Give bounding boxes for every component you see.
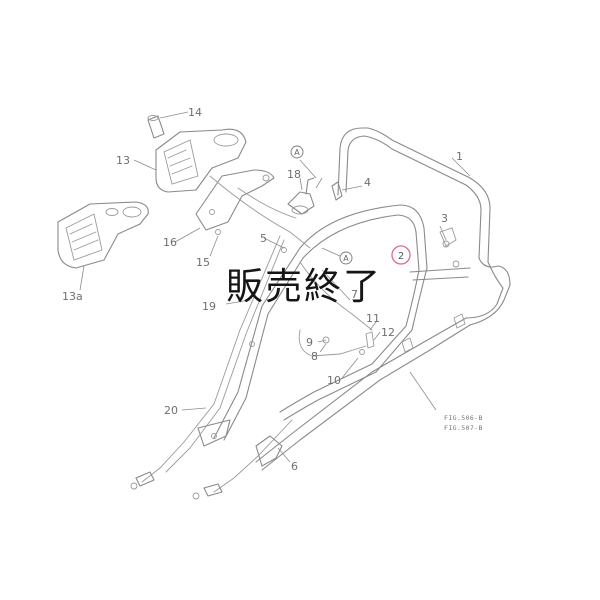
ref-a-mid: A: [339, 251, 353, 265]
lever-bracket-13a: [57, 201, 149, 269]
figure-ref-1: FIG.506-B: [444, 414, 483, 422]
lever-18: [287, 177, 315, 215]
control-cables: [130, 175, 373, 500]
highlighted-part-2[interactable]: 2: [391, 245, 411, 265]
ref-a-top: A: [290, 145, 304, 159]
svg-text:A: A: [294, 148, 300, 157]
callout-8: 8: [311, 350, 318, 363]
svg-text:2: 2: [398, 251, 404, 262]
callout-6: 6: [291, 460, 298, 473]
discontinued-stamp: 販売終了: [226, 265, 382, 308]
callout-10: 10: [327, 374, 341, 387]
leader-lines: [79, 111, 471, 463]
callout-labels: 14 13 13a 18 1 4 3 5 16 15 7 19 11 12 9 …: [62, 106, 463, 473]
hardware-parts: [211, 229, 460, 439]
bolt-4: [331, 181, 343, 201]
callout-9: 9: [306, 336, 313, 349]
callout-5: 5: [260, 232, 267, 245]
figure-ref-2: FIG.507-B: [444, 424, 483, 432]
callout-18: 18: [287, 168, 301, 181]
handle-frame: [197, 127, 511, 471]
plate-16: [195, 169, 275, 231]
callout-7: 7: [351, 288, 358, 301]
callout-1: 1: [456, 150, 463, 163]
svg-text:A: A: [343, 254, 349, 263]
callout-16: 16: [163, 236, 177, 249]
callout-15: 15: [196, 256, 210, 269]
callout-11: 11: [366, 312, 380, 325]
callout-12: 12: [381, 326, 395, 339]
callout-19: 19: [202, 300, 216, 313]
lever-bracket-13: [147, 115, 247, 193]
callout-13a: 13a: [62, 290, 83, 303]
callout-14: 14: [188, 106, 202, 119]
callout-20: 20: [164, 404, 178, 417]
callout-13: 13: [116, 154, 130, 167]
callout-3: 3: [441, 212, 448, 225]
callout-4: 4: [364, 176, 371, 189]
